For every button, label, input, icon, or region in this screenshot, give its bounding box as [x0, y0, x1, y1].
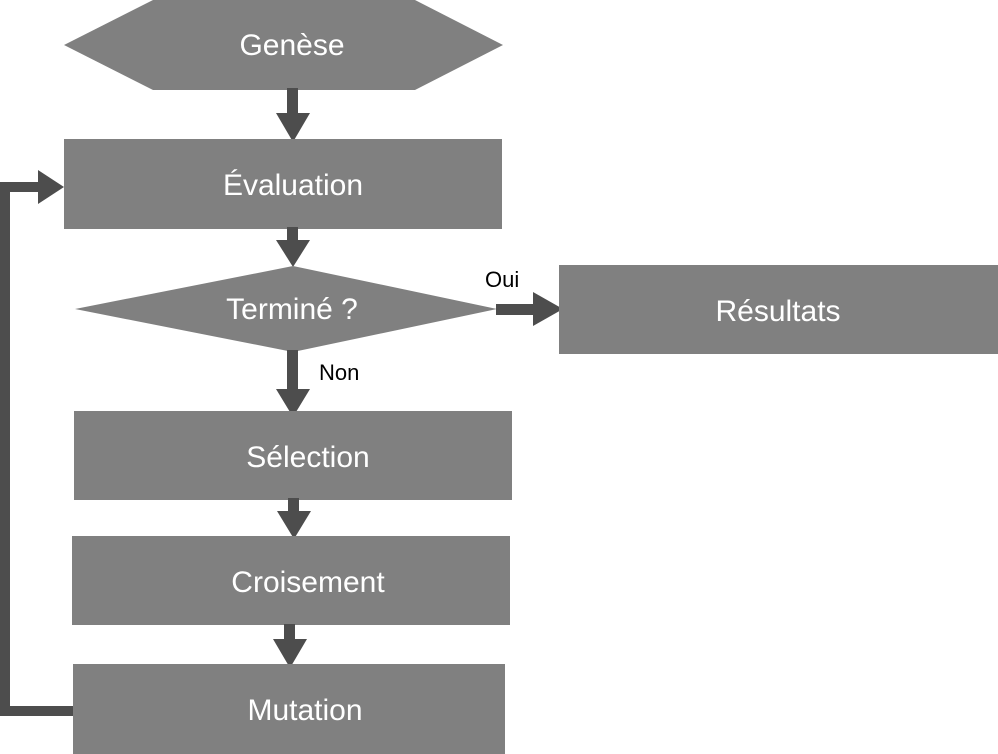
- arrowhead-icon: [276, 240, 310, 267]
- rectangle-shape: [73, 664, 505, 754]
- arrowhead-icon: [276, 113, 310, 142]
- edge-mutation-to-evaluation: [0, 170, 75, 716]
- node-evaluation: Évaluation: [64, 139, 502, 229]
- node-label-termine: Terminé ?: [226, 293, 358, 326]
- node-label-croisement: Croisement: [231, 566, 385, 599]
- edge-termine-to-resultats: Oui: [485, 267, 563, 326]
- arrowhead-icon: [38, 170, 64, 204]
- node-termine: Terminé ?: [75, 266, 497, 352]
- hexagon-shape: [64, 0, 503, 90]
- loop-line-top: [0, 182, 40, 192]
- rectangle-shape: [559, 265, 998, 354]
- node-label-resultats: Résultats: [715, 295, 840, 328]
- edge-selection-to-croisement: [277, 498, 311, 539]
- loop-line-vertical: [0, 182, 10, 716]
- node-genese: Genèse: [64, 0, 503, 90]
- arrowhead-icon: [277, 511, 311, 539]
- node-resultats: Résultats: [559, 265, 998, 354]
- edge-croisement-to-mutation: [273, 624, 307, 668]
- edge-label-oui: Oui: [485, 267, 519, 292]
- rectangle-shape: [74, 411, 512, 500]
- node-label-mutation: Mutation: [247, 694, 362, 727]
- rectangle-shape: [72, 536, 510, 625]
- arrowhead-icon: [533, 292, 563, 326]
- arrowhead-icon: [276, 389, 310, 417]
- edge-genese-to-evaluation: [276, 88, 310, 142]
- node-croisement: Croisement: [72, 536, 510, 625]
- loop-line-bottom: [0, 706, 75, 716]
- edge-termine-to-selection: Non: [276, 350, 359, 417]
- rectangle-shape: [64, 139, 502, 229]
- node-label-evaluation: Évaluation: [223, 169, 363, 202]
- arrowhead-icon: [273, 639, 307, 668]
- node-mutation: Mutation: [73, 664, 505, 754]
- node-label-genese: Genèse: [239, 29, 344, 62]
- edge-label-non: Non: [319, 360, 359, 385]
- node-label-selection: Sélection: [246, 441, 369, 474]
- node-selection: Sélection: [74, 411, 512, 500]
- edge-evaluation-to-termine: [276, 227, 310, 267]
- diamond-shape: [75, 266, 497, 352]
